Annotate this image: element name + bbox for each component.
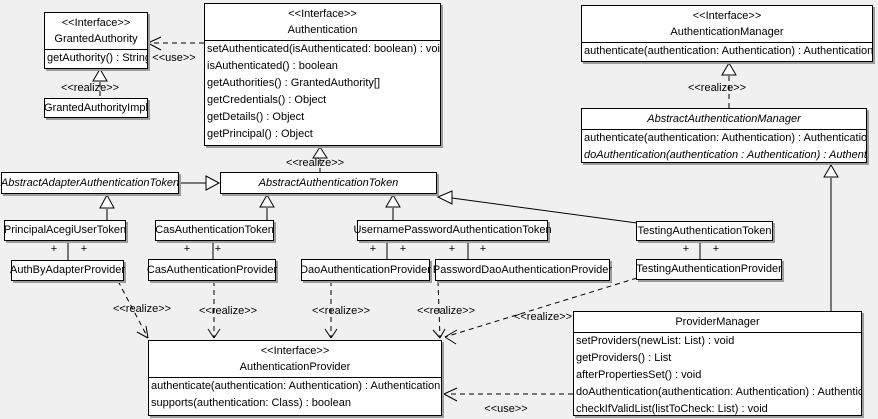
- edge-realize-authbyadapterprovider: <<realize>>: [113, 280, 171, 339]
- use-label: <<use>>: [484, 403, 527, 415]
- class-name: CasAuthenticationToken: [155, 224, 274, 236]
- class-granted-authority-impl[interactable]: GrantedAuthorityImpl: [44, 98, 148, 118]
- realize-label: <<realize>>: [199, 305, 257, 317]
- edge-assoc-usernametoken-daoprovider: + +: [370, 241, 406, 259]
- stereotype: <<Interface>>: [61, 17, 131, 29]
- edge-use-providermanager: <<use>>: [443, 387, 573, 415]
- plus-label: +: [713, 243, 719, 255]
- method: getProviders() : List: [576, 352, 672, 364]
- class-dao-authentication-provider[interactable]: DaoAuthenticationProvider: [300, 259, 431, 281]
- class-name: GrantedAuthority: [54, 33, 138, 45]
- class-authentication-provider[interactable]: <<Interface>> AuthenticationProvider aut…: [148, 340, 442, 416]
- method: afterPropertiesSet() : void: [576, 369, 702, 381]
- plus-label: +: [683, 243, 689, 255]
- realize-label: <<realize>>: [113, 303, 171, 315]
- stereotype: <<Interface>>: [288, 8, 357, 20]
- class-name: PrincipalAcegiUserToken: [3, 224, 127, 236]
- edge-gen-principalacegiusertoken: [99, 193, 115, 220]
- class-abstract-adapter-authentication-token[interactable]: AbstractAdapterAuthenticationToken: [1, 172, 179, 194]
- class-name: AbstractAdapterAuthenticationToken: [0, 176, 180, 189]
- method: authenticate(authentication: Authenticat…: [584, 132, 866, 144]
- plus-label: +: [400, 243, 406, 255]
- edge-use-authentication-grantedauthority: <<use>>: [147, 36, 204, 64]
- class-name: AbstractAuthenticationToken: [258, 176, 399, 189]
- edge-realize-testingauthenticationprovider: <<realize>>: [444, 277, 638, 345]
- class-name: CasAuthenticationProvider: [146, 263, 278, 276]
- method: isAuthenticated() : boolean: [207, 60, 338, 72]
- class-cas-authentication-provider[interactable]: CasAuthenticationProvider: [146, 259, 278, 281]
- edge-gen-casauthenticationtoken: [259, 194, 275, 220]
- edge-assoc-testingtoken-testingprovider: + +: [683, 241, 719, 259]
- class-name: Authentication: [287, 24, 358, 36]
- class-authentication[interactable]: <<Interface>> Authentication setAuthenti…: [204, 3, 441, 146]
- method: getAuthority() : String: [47, 52, 147, 64]
- class-authentication-manager[interactable]: <<Interface>> AuthenticationManager auth…: [581, 5, 873, 62]
- plus-label: +: [480, 243, 486, 255]
- use-label: <<use>>: [152, 52, 195, 64]
- edge-gen-testingauthenticationtoken: [436, 190, 638, 224]
- class-name: AuthByAdapterProvider: [10, 264, 125, 276]
- edge-realize-casauthenticationprovider: <<realize>>: [199, 281, 257, 339]
- stereotype: <<Interface>>: [260, 345, 330, 357]
- method: getAuthorities() : GrantedAuthority[]: [207, 77, 381, 89]
- plus-label: +: [81, 243, 87, 255]
- class-principal-acegi-user-token[interactable]: PrincipalAcegiUserToken: [4, 220, 126, 241]
- class-provider-manager[interactable]: ProviderManager setProviders(newList: Li…: [573, 311, 862, 416]
- edge-realize-passworddaoauthenticationprovider: <<realize>>: [417, 280, 475, 339]
- method: getCredentials() : Object: [207, 94, 327, 106]
- realize-label: <<realize>>: [514, 311, 572, 323]
- method: getPrincipal() : Object: [207, 128, 313, 140]
- realize-label: <<realize>>: [312, 305, 370, 317]
- realize-label: <<realize>>: [688, 82, 746, 94]
- class-testing-authentication-provider[interactable]: TestingAuthenticationProvider: [636, 259, 782, 280]
- plus-label: +: [51, 243, 57, 255]
- class-name: ProviderManager: [675, 316, 760, 328]
- class-name: UsernamePasswordAuthenticationToken: [353, 224, 552, 236]
- class-name: AbstractAuthenticationManager: [647, 113, 801, 125]
- edge-assoc-castoken-casprovider: + +: [184, 241, 221, 259]
- class-name: TestingAuthenticationProvider: [636, 263, 782, 275]
- method: checkIfValidList(listToCheck: List) : vo…: [576, 403, 768, 415]
- class-abstract-authentication-token[interactable]: AbstractAuthenticationToken: [220, 172, 437, 194]
- method: authenticate(authentication: Authenticat…: [151, 380, 441, 392]
- stereotype: <<Interface>>: [692, 10, 762, 22]
- class-name: AuthenticationProvider: [239, 361, 351, 373]
- realize-label: <<realize>>: [61, 82, 119, 94]
- edge-assoc-principal-authbyadapter: + +: [51, 241, 87, 260]
- class-name: AuthenticationManager: [670, 26, 784, 38]
- method: supports(authentication: Class) : boolea…: [151, 397, 351, 409]
- class-granted-authority[interactable]: <<Interface>> GrantedAuthority getAuthor…: [44, 12, 148, 69]
- edge-assoc-usernametoken-passworddaoprovider: + +: [449, 241, 486, 259]
- method: setProviders(newList: List) : void: [576, 335, 735, 347]
- method: doAuthentication(authentication : Authen…: [584, 149, 866, 161]
- method: setAuthenticated(isAuthenticated: boolea…: [207, 43, 440, 55]
- edge-gen-usernamepasswordtoken: [385, 194, 401, 220]
- edge-realize-abstractauthenticationmanager: <<realize>>: [688, 62, 746, 108]
- class-password-dao-authentication-provider[interactable]: PasswordDaoAuthenticationProvider: [432, 259, 613, 281]
- class-name: GrantedAuthorityImpl: [44, 101, 148, 114]
- class-auth-by-adapter-provider[interactable]: AuthByAdapterProvider: [10, 260, 125, 281]
- class-cas-authentication-token[interactable]: CasAuthenticationToken: [155, 220, 274, 241]
- realize-label: <<realize>>: [417, 305, 475, 317]
- edge-gen-providermanager: [823, 164, 839, 311]
- method: doAuthentication(authentication: Authent…: [576, 386, 861, 398]
- plus-label: +: [370, 243, 376, 255]
- edge-realize-grantedauthorityimpl: <<realize>>: [61, 68, 119, 98]
- edge-gen-abstractadaptertoken: [179, 175, 221, 191]
- realize-label: <<realize>>: [286, 157, 344, 169]
- method: authenticate(authentication: Authenticat…: [584, 45, 872, 57]
- class-testing-authentication-token[interactable]: TestingAuthenticationToken: [636, 221, 773, 241]
- plus-label: +: [184, 243, 190, 255]
- class-name: PasswordDaoAuthenticationProvider: [432, 263, 613, 276]
- class-abstract-authentication-manager[interactable]: AbstractAuthenticationManager authentica…: [581, 108, 867, 163]
- edge-realize-daoauthenticationprovider: <<realize>>: [312, 281, 370, 339]
- class-username-password-authentication-token[interactable]: UsernamePasswordAuthenticationToken: [353, 220, 552, 241]
- class-name: TestingAuthenticationToken: [637, 224, 772, 237]
- plus-label: +: [449, 243, 455, 255]
- edge-realize-abstractauthenticationtoken: <<realize>>: [286, 146, 344, 172]
- method: getDetails() : Object: [207, 111, 305, 123]
- plus-label: +: [215, 243, 221, 255]
- class-name: DaoAuthenticationProvider: [300, 263, 431, 276]
